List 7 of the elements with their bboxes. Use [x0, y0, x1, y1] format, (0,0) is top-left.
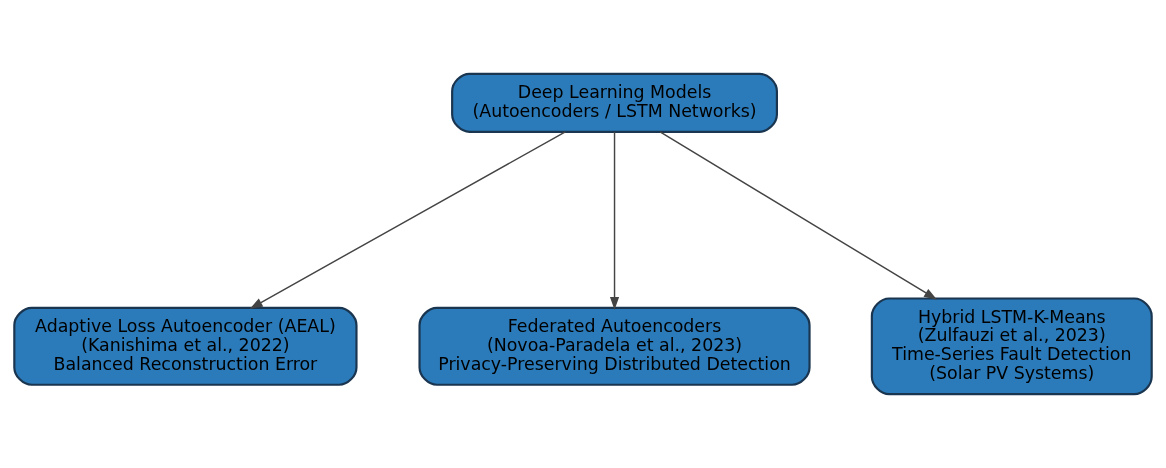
arrow [659, 131, 938, 300]
node-box: Adaptive Loss Autoencoder (AEAL) (Kanishima et al., 2022) Balanced Reconstruction Error [13, 306, 358, 386]
arrow [249, 131, 567, 309]
node-box: Federated Autoencoders (Novoa-Paradela et al., 2023) Privacy-Preserving Distributed Detection [418, 306, 811, 386]
arrow [609, 131, 620, 310]
node-box: Hybrid LSTM-K-Means (Zulfauzi et al., 2023) Time-Series Fault Detection (Solar PV Systems) [870, 297, 1153, 396]
node-box: Deep Learning Models (Autoencoders / LSTM Networks) [451, 72, 778, 133]
